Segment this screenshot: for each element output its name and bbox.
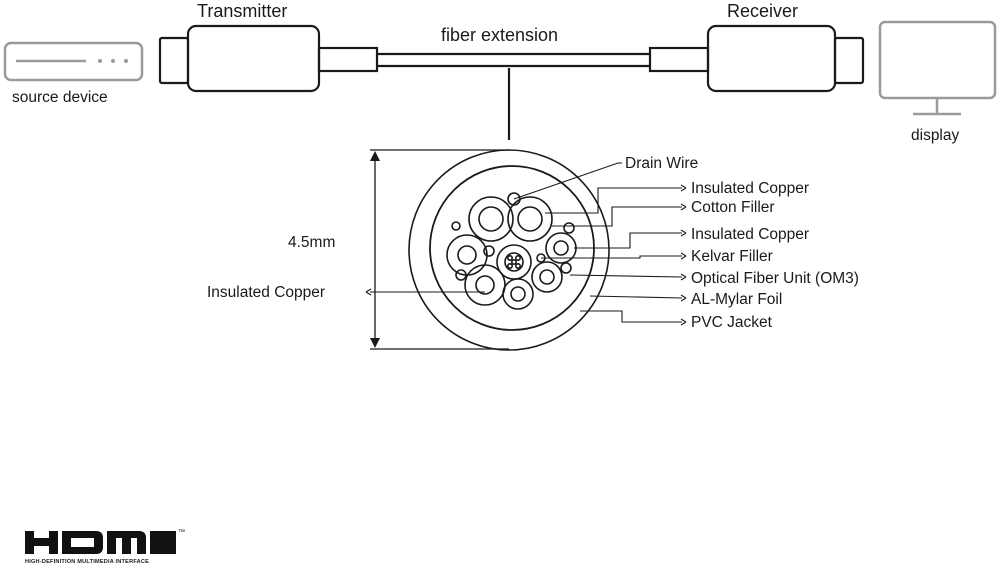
source-device-label: source device: [12, 89, 108, 106]
left-callout-leader: [365, 288, 485, 296]
pvc-jacket: [408, 149, 610, 351]
callout-drain-wire: Drain Wire: [625, 155, 698, 172]
insulated-copper-right-lower: [531, 261, 563, 293]
drain-wire: [507, 192, 521, 206]
left-callout-label: Insulated Copper: [207, 284, 325, 301]
callout-optical-fiber-unit: Optical Fiber Unit (OM3): [691, 270, 859, 287]
cable-cross-section: [408, 149, 610, 351]
receiver-connector-icon: [648, 24, 865, 93]
display-monitor-icon: [878, 20, 997, 116]
display-label: display: [911, 127, 959, 144]
right-callout-leaders: [513, 162, 687, 326]
hdmi-logo: ™ HIGH-DEFINITION MULTIMEDIA INTERFACE: [25, 529, 185, 565]
callout-al-mylar-foil: AL-Mylar Foil: [691, 291, 782, 308]
callout-kelvar-filler: Kelvar Filler: [691, 248, 773, 265]
hdmi-tagline: HIGH-DEFINITION MULTIMEDIA INTERFACE: [25, 559, 149, 565]
callout-insulated-copper-1: Insulated Copper: [691, 180, 809, 197]
diameter-label: 4.5mm: [288, 234, 335, 251]
kelvar-filler: [483, 245, 495, 257]
fiber-extension-label: fiber extension: [441, 25, 558, 45]
optical-fiber-unit: [496, 244, 532, 280]
transmitter-label: Transmitter: [197, 1, 287, 21]
callout-cotton-filler: Cotton Filler: [691, 199, 775, 216]
fiber-cable: [377, 52, 650, 140]
source-device-icon: [3, 41, 144, 82]
hdmi-trademark: ™: [178, 529, 185, 536]
diameter-dimension: [370, 149, 509, 350]
receiver-label: Receiver: [727, 1, 798, 21]
insulated-copper-bottom: [464, 264, 506, 306]
insulated-copper-left: [446, 234, 488, 276]
al-mylar-foil: [429, 165, 595, 331]
transmitter-connector-icon: [158, 24, 379, 93]
callout-pvc-jacket: PVC Jacket: [691, 314, 773, 331]
callout-insulated-copper-2: Insulated Copper: [691, 226, 809, 243]
insulated-copper-bottom-right: [502, 278, 534, 310]
cotton-filler-pair: [468, 196, 553, 242]
